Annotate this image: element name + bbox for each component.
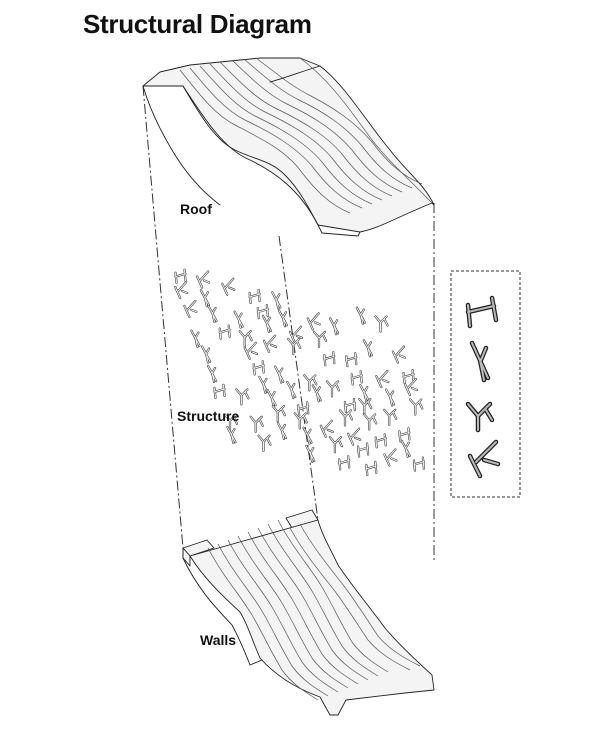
structure-member — [199, 289, 210, 308]
structure-member — [323, 351, 336, 367]
structure-member — [312, 330, 328, 348]
structure-member — [207, 364, 218, 384]
structure-member — [257, 434, 272, 452]
structure-member — [347, 427, 362, 446]
structure-member — [362, 339, 373, 358]
structure-member — [243, 341, 258, 360]
y-branch-icon — [465, 401, 495, 433]
structure-layer — [174, 268, 425, 476]
structure-member — [258, 375, 269, 394]
legend-box — [450, 270, 521, 498]
structure-member — [325, 380, 341, 398]
structure-member — [391, 345, 406, 364]
structure-member — [363, 413, 378, 431]
structure-member — [403, 377, 418, 397]
structure-member — [329, 317, 340, 336]
structure-member — [223, 413, 239, 431]
structure-member — [402, 369, 415, 385]
structure-member — [302, 426, 313, 445]
walls-label: Walls — [200, 632, 237, 648]
roof-label: Roof — [180, 201, 212, 217]
structure-member — [288, 325, 303, 344]
structure-member — [174, 280, 189, 300]
structure-member — [374, 315, 389, 333]
structure-member — [319, 419, 334, 438]
structure-member — [355, 306, 366, 325]
structure-member — [374, 433, 387, 449]
structure-member — [248, 288, 261, 305]
structure-member — [238, 330, 253, 348]
page-title: Structural Diagram — [83, 9, 312, 39]
structure-member — [328, 436, 343, 454]
lambda-column-icon — [469, 340, 491, 383]
structure-member — [233, 310, 244, 329]
structure-member — [235, 388, 250, 406]
structure-member — [221, 277, 236, 296]
structure-member — [338, 455, 351, 471]
structure-member — [293, 412, 308, 430]
structure-member — [207, 304, 218, 324]
structure-member — [409, 398, 424, 416]
structure-member — [277, 309, 288, 328]
structure-member — [311, 384, 322, 403]
structure-member — [201, 345, 212, 364]
structure-member — [196, 270, 211, 289]
structure-member — [359, 384, 370, 403]
structure-member — [213, 383, 226, 399]
structure-member — [357, 442, 370, 458]
structure-member — [271, 405, 286, 423]
structure-member — [218, 324, 231, 340]
roof-layer — [142, 57, 435, 237]
structure-member — [262, 334, 278, 353]
structure-member — [412, 456, 425, 472]
structure-member — [266, 389, 277, 408]
structure-member — [385, 388, 396, 407]
structure-member — [350, 370, 363, 386]
structure-member — [297, 401, 310, 417]
structure-member — [256, 304, 269, 320]
h-frame-icon — [465, 295, 499, 329]
structure-member — [261, 314, 272, 333]
structure-member — [345, 352, 358, 368]
projection-lines — [142, 85, 435, 560]
structure-member — [338, 409, 354, 427]
structure-member — [375, 370, 390, 389]
structure-member — [274, 365, 285, 384]
structure-member — [343, 397, 356, 414]
structure-member — [226, 426, 237, 445]
structure-member — [252, 360, 265, 376]
structure-member — [271, 291, 282, 310]
structure-member — [383, 448, 398, 467]
structure-member — [183, 299, 198, 318]
structure-label: Structure — [177, 408, 240, 424]
structure-member — [358, 398, 373, 416]
structure-member — [286, 380, 297, 400]
walls-layer — [182, 509, 435, 716]
structure-member — [249, 415, 264, 433]
structure-member — [365, 460, 378, 476]
structure-member — [398, 427, 411, 443]
k-branch-icon — [467, 439, 501, 479]
structure-member — [190, 329, 201, 348]
structure-member — [303, 374, 318, 392]
structure-member — [400, 439, 411, 458]
structure-member — [383, 408, 398, 426]
structure-member — [305, 444, 316, 463]
structure-member — [306, 312, 321, 331]
structure-member — [276, 421, 287, 441]
structure-member — [174, 268, 187, 284]
structure-member — [287, 337, 302, 355]
